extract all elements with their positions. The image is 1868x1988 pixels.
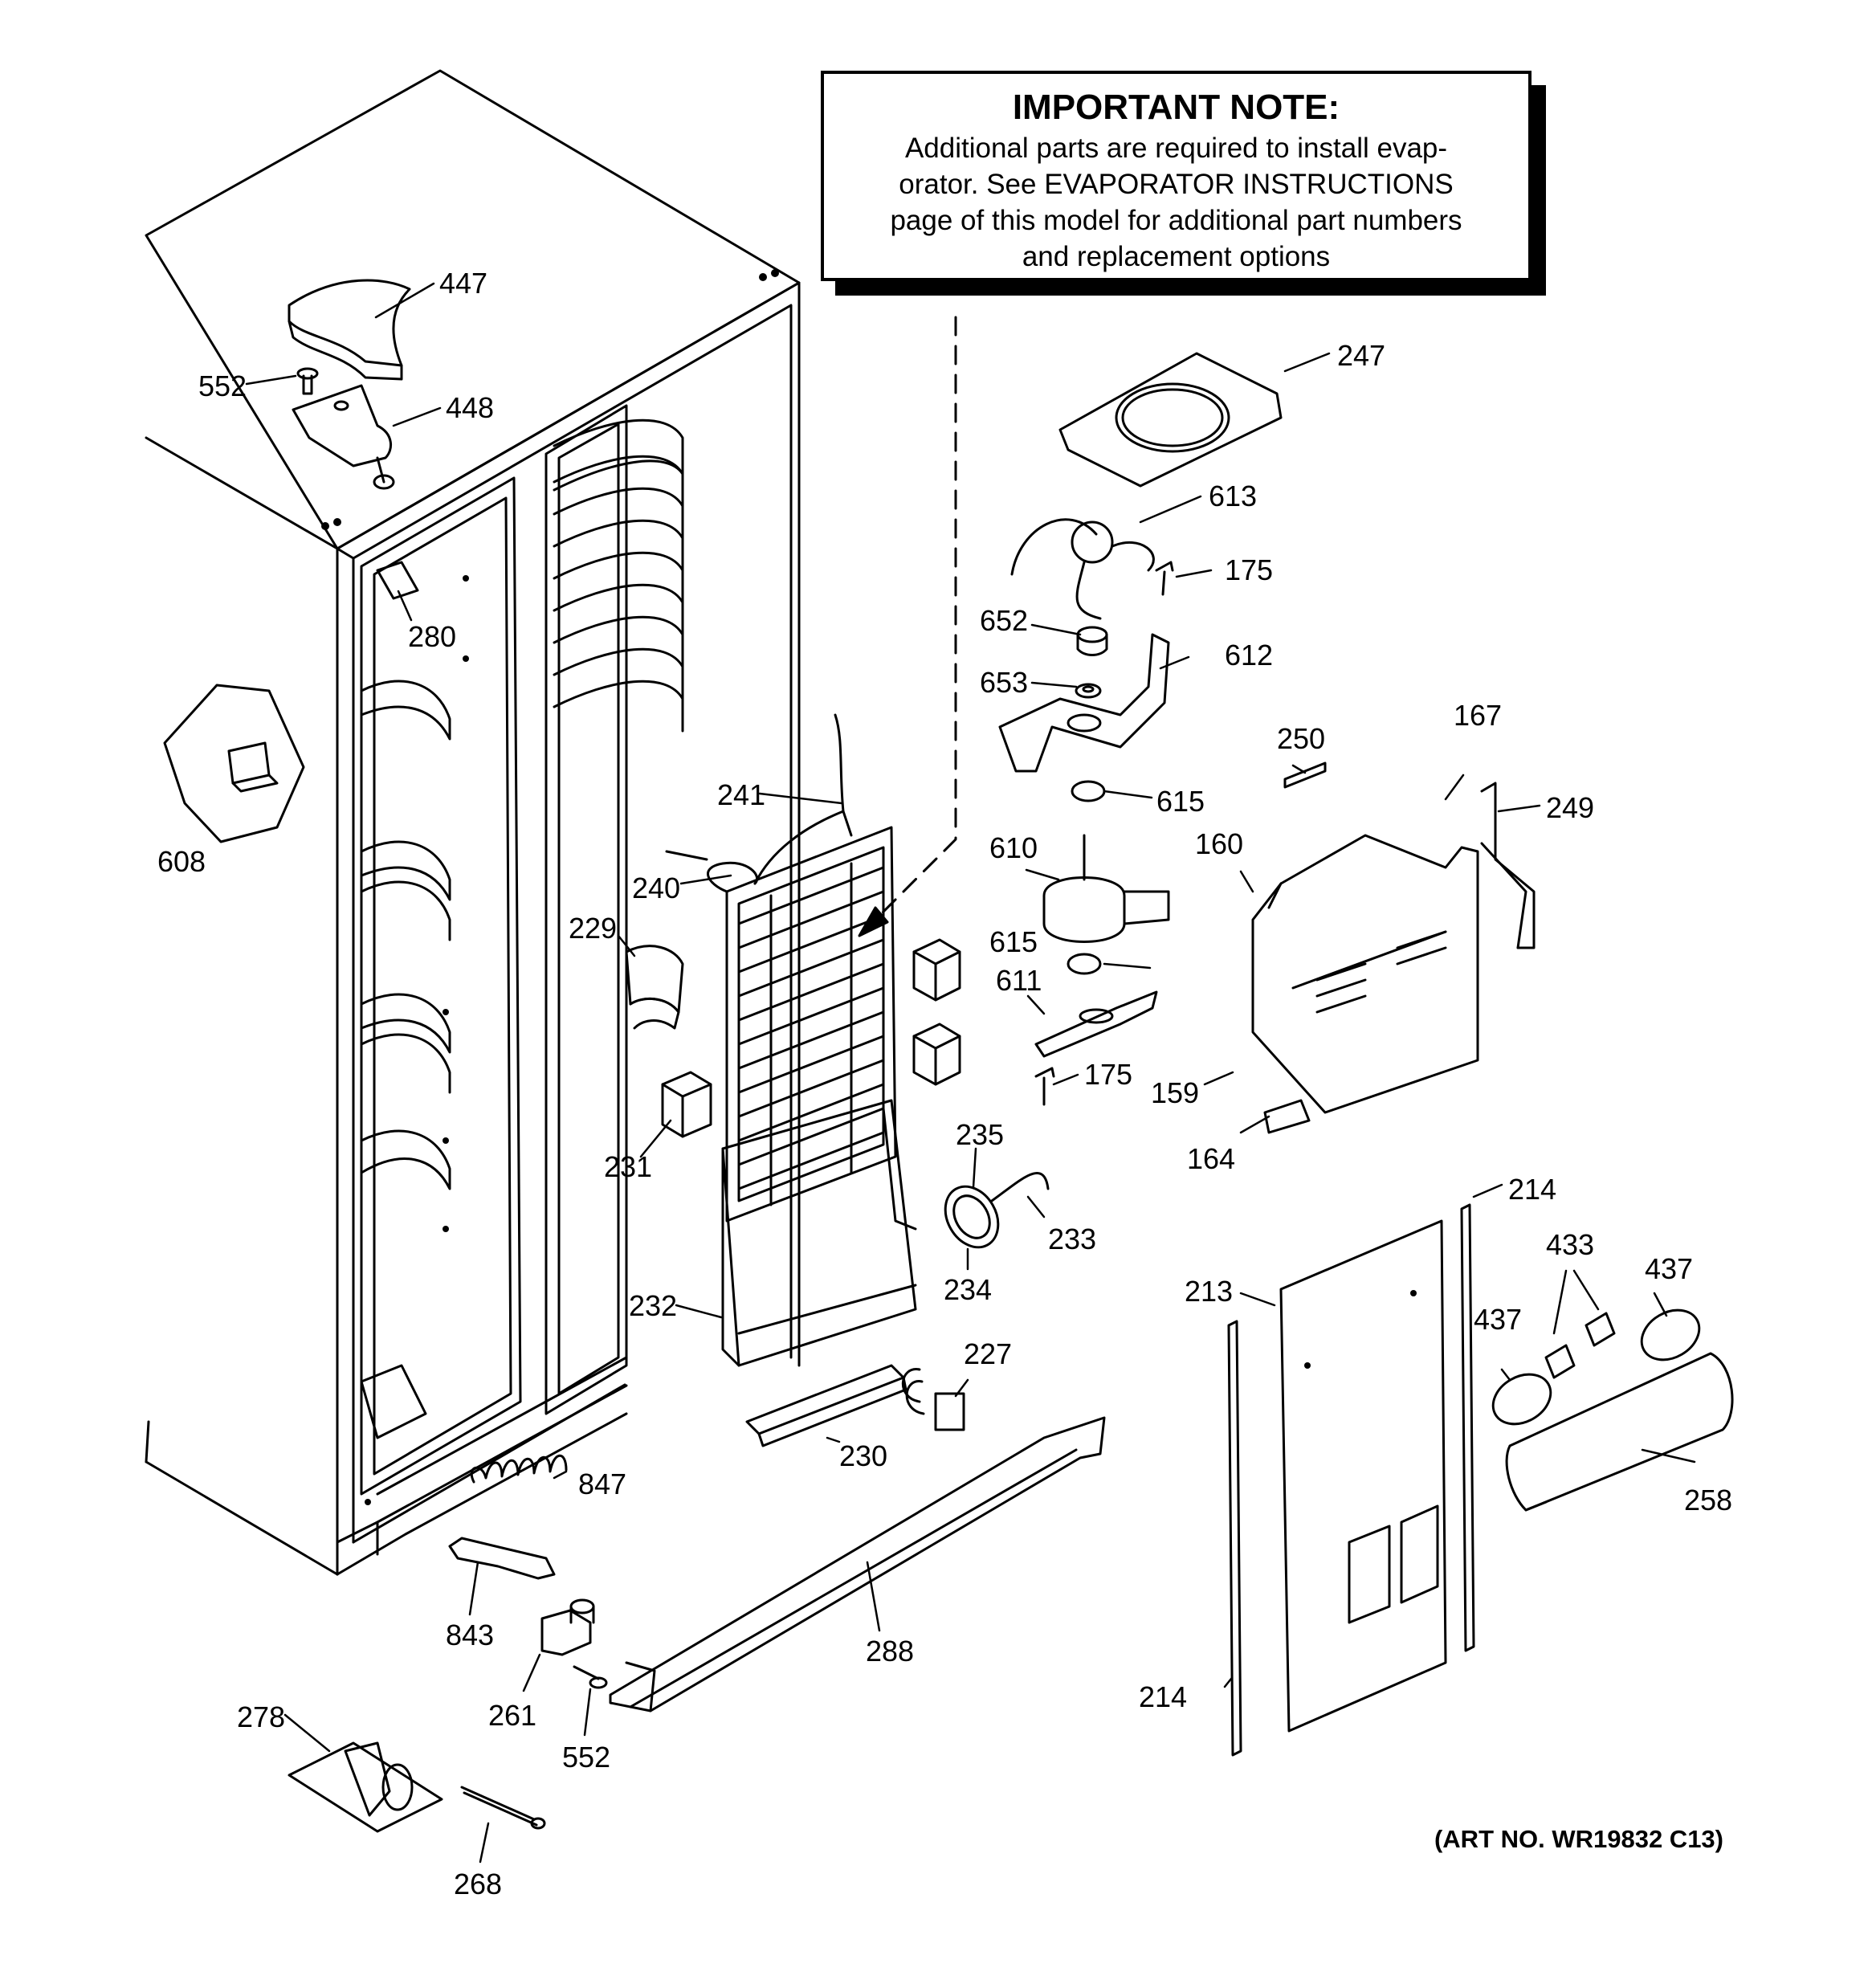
- callout-652: 652: [980, 604, 1028, 637]
- callout-615: 615: [1156, 785, 1205, 818]
- light-shield-258: [1505, 1352, 1734, 1512]
- screw-552-top: [296, 367, 319, 395]
- socket-433: [1544, 1312, 1616, 1379]
- cover-panel-213: [1279, 1219, 1447, 1733]
- toe-grille-288: [609, 1416, 1106, 1712]
- callout-160: 160: [1195, 827, 1243, 860]
- callout-164: 164: [1187, 1142, 1235, 1175]
- note-line: orator. See EVAPORATOR INSTRUCTIONS: [899, 169, 1454, 200]
- lever-843: [448, 1537, 556, 1580]
- callout-278: 278: [237, 1700, 285, 1733]
- callout-labels: 447 552 448 280 608 241 240 229 231 232 …: [157, 267, 1732, 1900]
- bracket-261: [540, 1598, 595, 1656]
- fan-shroud-247: [1058, 352, 1283, 488]
- callout-613: 613: [1209, 480, 1257, 512]
- important-note-title: IMPORTANT NOTE:: [1012, 88, 1340, 127]
- callout-552: 552: [198, 369, 247, 402]
- callout-610: 610: [989, 831, 1038, 864]
- callout-232: 232: [629, 1289, 677, 1322]
- evaporator-241: [725, 713, 897, 1223]
- art-number: (ART NO. WR19832 C13): [1434, 1825, 1723, 1853]
- callout-268: 268: [454, 1868, 502, 1900]
- callout-227: 227: [964, 1337, 1012, 1370]
- fan-blade-613: [1010, 518, 1155, 620]
- callout-214: 214: [1139, 1680, 1187, 1713]
- insulator-229: [625, 945, 684, 1030]
- callout-247: 247: [1337, 339, 1385, 372]
- important-note-body: Additional parts are required to install…: [824, 130, 1528, 275]
- bracket-164: [1263, 1099, 1311, 1134]
- connector-227: [901, 1368, 965, 1431]
- trim-214: [1227, 1203, 1475, 1757]
- leveler-278: [288, 1741, 443, 1833]
- callout-448: 448: [446, 391, 494, 424]
- callout-175: 175: [1225, 553, 1273, 586]
- drain-heater-230: [745, 1364, 907, 1447]
- note-line: page of this model for additional part n…: [890, 205, 1462, 236]
- callout-214: 214: [1508, 1173, 1556, 1206]
- callout-280: 280: [408, 620, 456, 653]
- switch-608-detail: [163, 684, 305, 843]
- callout-250: 250: [1277, 722, 1325, 755]
- motor-bracket-611: [1034, 990, 1158, 1058]
- callout-235: 235: [956, 1118, 1004, 1151]
- callout-433: 433: [1546, 1228, 1594, 1261]
- callout-611: 611: [996, 964, 1042, 997]
- screw-175-top: [1155, 561, 1174, 596]
- callout-847: 847: [578, 1468, 626, 1500]
- callout-437: 437: [1474, 1303, 1522, 1336]
- callout-229: 229: [569, 912, 617, 945]
- refrigerator-cabinet: [145, 69, 801, 1576]
- screw-268: [460, 1786, 546, 1830]
- drain-pan-232: [721, 1099, 917, 1367]
- grommet-652: [1076, 626, 1108, 656]
- top-hinge-448: [292, 384, 395, 490]
- callout-175: 175: [1084, 1058, 1132, 1091]
- leader-lines: [245, 282, 1696, 1863]
- callout-167: 167: [1454, 699, 1502, 732]
- callout-159: 159: [1151, 1076, 1199, 1109]
- screw-552-bottom: [573, 1665, 608, 1689]
- strip-250: [1283, 761, 1327, 789]
- callout-213: 213: [1185, 1275, 1233, 1308]
- callout-437: 437: [1645, 1252, 1693, 1285]
- bracket-612: [998, 633, 1170, 773]
- note-line: Additional parts are required to install…: [904, 133, 1448, 164]
- callout-241: 241: [717, 778, 765, 811]
- callout-233: 233: [1048, 1223, 1096, 1255]
- spring-847: [470, 1454, 568, 1484]
- grommet-653: [1075, 683, 1102, 699]
- callout-653: 653: [980, 666, 1028, 699]
- callout-261: 261: [488, 1699, 536, 1732]
- callout-288: 288: [866, 1635, 914, 1668]
- callout-447: 447: [439, 267, 487, 300]
- top-hinge-cover-447: [288, 279, 411, 381]
- thermostat-235: [944, 1172, 1050, 1249]
- callout-612: 612: [1225, 639, 1273, 672]
- note-line: and replacement options: [1022, 241, 1331, 272]
- screw-175-bottom: [1034, 1067, 1055, 1106]
- evaporator-cover-167: [1251, 834, 1479, 1114]
- callout-615: 615: [989, 925, 1038, 958]
- note-dashed-leader: [878, 316, 957, 917]
- important-note-box: IMPORTANT NOTE: Additional parts are req…: [821, 71, 1532, 281]
- callout-249: 249: [1546, 791, 1594, 824]
- callout-552: 552: [562, 1741, 610, 1774]
- callout-843: 843: [446, 1619, 494, 1651]
- blocks-right: [912, 938, 961, 1086]
- block-231: [661, 1071, 712, 1138]
- callout-608: 608: [157, 845, 206, 878]
- callout-230: 230: [839, 1439, 887, 1472]
- duct-249: [1480, 782, 1536, 949]
- light-280: [376, 561, 419, 600]
- callout-240: 240: [632, 872, 680, 904]
- callout-234: 234: [944, 1273, 992, 1306]
- callout-231: 231: [604, 1150, 652, 1183]
- heater-240: [665, 850, 758, 893]
- callout-258: 258: [1684, 1484, 1732, 1517]
- fan-motor-610: [1042, 834, 1170, 943]
